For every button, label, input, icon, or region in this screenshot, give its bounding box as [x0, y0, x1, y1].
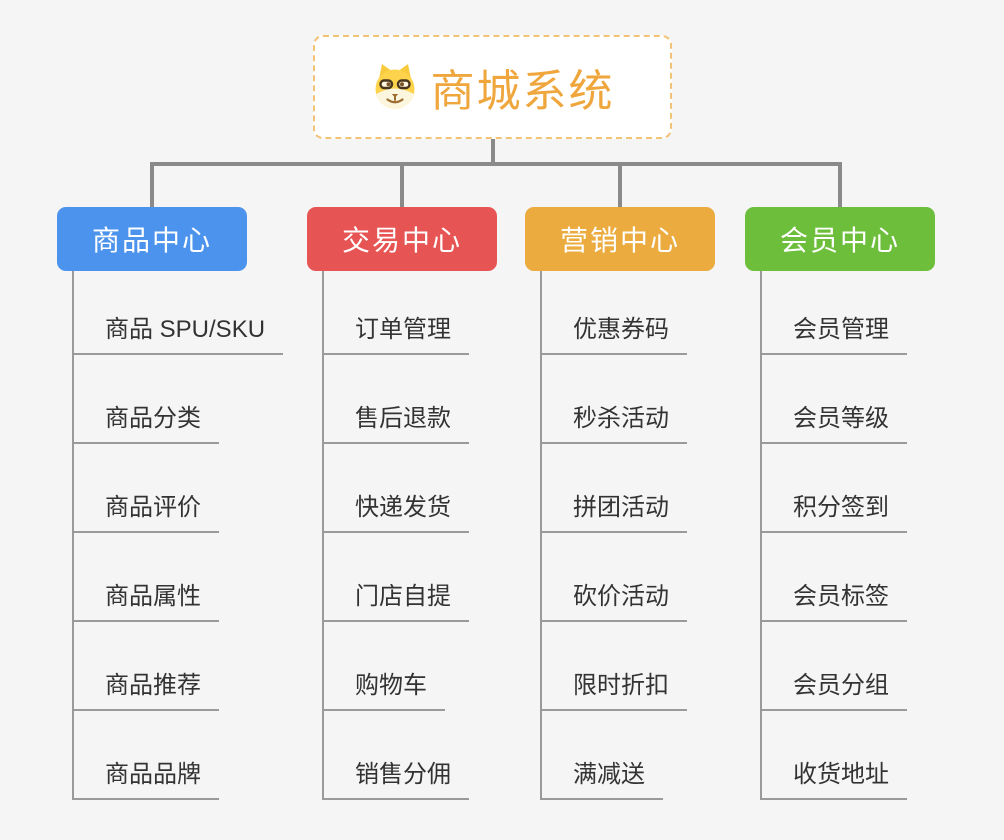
branch-label: 商品中心 — [91, 225, 212, 256]
leaf-node[interactable]: 秒杀活动 — [540, 404, 687, 444]
connector-trunk-product-center — [72, 271, 74, 800]
leaf-node[interactable]: 拼团活动 — [540, 493, 687, 533]
leaf-cell: 砍价活动 — [540, 533, 687, 622]
leaf-cell: 商品属性 — [72, 533, 283, 622]
leaf-cell: 商品分类 — [72, 355, 283, 444]
leaf-cell: 会员等级 — [760, 355, 907, 444]
leaf-cell: 会员标签 — [760, 533, 907, 622]
leaf-node[interactable]: 商品 SPU/SKU — [72, 315, 284, 355]
branch-node-member-center[interactable]: 会员中心 — [745, 207, 935, 271]
leaf-node[interactable]: 会员分组 — [760, 671, 907, 711]
leaf-cell: 购物车 — [322, 622, 469, 711]
dog-face-icon — [371, 63, 419, 111]
leaf-column-trade-center: 订单管理售后退款快递发货门店自提购物车销售分佣 — [322, 266, 469, 800]
leaf-column-marketing-center: 优惠券码秒杀活动拼团活动砍价活动限时折扣满减送 — [540, 266, 687, 800]
leaf-cell: 限时折扣 — [540, 622, 687, 711]
leaf-node[interactable]: 会员标签 — [760, 582, 907, 622]
connector-drop-member-center — [838, 162, 842, 207]
leaf-node[interactable]: 商品分类 — [72, 404, 219, 444]
leaf-cell: 会员分组 — [760, 622, 907, 711]
connector-root-stub — [491, 138, 495, 166]
leaf-node[interactable]: 优惠券码 — [540, 315, 687, 355]
branch-label: 营销中心 — [559, 225, 680, 256]
connector-drop-trade-center — [400, 162, 404, 207]
connector-drop-marketing-center — [618, 162, 622, 207]
leaf-node[interactable]: 砍价活动 — [540, 582, 687, 622]
leaf-node[interactable]: 积分签到 — [760, 493, 907, 533]
leaf-node[interactable]: 商品推荐 — [72, 671, 219, 711]
connector-trunk-marketing-center — [540, 271, 542, 800]
branch-label: 会员中心 — [779, 225, 900, 256]
branch-node-product-center[interactable]: 商品中心 — [57, 207, 247, 271]
leaf-column-product-center: 商品 SPU/SKU 商品分类商品评价商品属性商品推荐商品品牌 — [72, 266, 284, 800]
leaf-node[interactable]: 售后退款 — [322, 404, 469, 444]
leaf-node[interactable]: 商品品牌 — [72, 760, 219, 800]
leaf-node[interactable]: 商品评价 — [72, 493, 219, 533]
leaf-node[interactable]: 快递发货 — [322, 493, 469, 533]
leaf-cell: 秒杀活动 — [540, 355, 687, 444]
leaf-cell: 商品 SPU/SKU — [72, 266, 284, 355]
leaf-node[interactable]: 会员等级 — [760, 404, 907, 444]
leaf-cell: 快递发货 — [322, 444, 469, 533]
connector-trunk-member-center — [760, 271, 762, 800]
leaf-cell: 门店自提 — [322, 533, 469, 622]
leaf-node[interactable]: 会员管理 — [760, 315, 907, 355]
leaf-cell: 满减送 — [540, 711, 687, 800]
leaf-node[interactable]: 销售分佣 — [322, 760, 469, 800]
leaf-node[interactable]: 订单管理 — [322, 315, 469, 355]
branch-node-marketing-center[interactable]: 营销中心 — [525, 207, 715, 271]
leaf-node[interactable]: 收货地址 — [760, 760, 907, 800]
leaf-cell: 拼团活动 — [540, 444, 687, 533]
leaf-cell: 商品推荐 — [72, 622, 283, 711]
leaf-node[interactable]: 限时折扣 — [540, 671, 687, 711]
connector-trunk-trade-center — [322, 271, 324, 800]
leaf-cell: 商品评价 — [72, 444, 283, 533]
leaf-cell: 收货地址 — [760, 711, 907, 800]
leaf-column-member-center: 会员管理会员等级积分签到会员标签会员分组收货地址 — [760, 266, 907, 800]
branch-label: 交易中心 — [341, 225, 462, 256]
leaf-cell: 优惠券码 — [540, 266, 687, 355]
leaf-cell: 销售分佣 — [322, 711, 469, 800]
leaf-cell: 商品品牌 — [72, 711, 283, 800]
leaf-cell: 会员管理 — [760, 266, 907, 355]
leaf-cell: 售后退款 — [322, 355, 469, 444]
leaf-node[interactable]: 满减送 — [540, 760, 663, 800]
connector-drop-product-center — [150, 162, 154, 207]
branch-node-trade-center[interactable]: 交易中心 — [307, 207, 497, 271]
leaf-node[interactable]: 购物车 — [322, 671, 445, 711]
connector-bus — [150, 162, 841, 166]
root-title: 商城系统 — [430, 67, 615, 116]
leaf-node[interactable]: 门店自提 — [322, 582, 469, 622]
root-node[interactable]: 商城系统 — [313, 35, 672, 139]
leaf-cell: 积分签到 — [760, 444, 907, 533]
leaf-node[interactable]: 商品属性 — [72, 582, 219, 622]
leaf-cell: 订单管理 — [322, 266, 469, 355]
